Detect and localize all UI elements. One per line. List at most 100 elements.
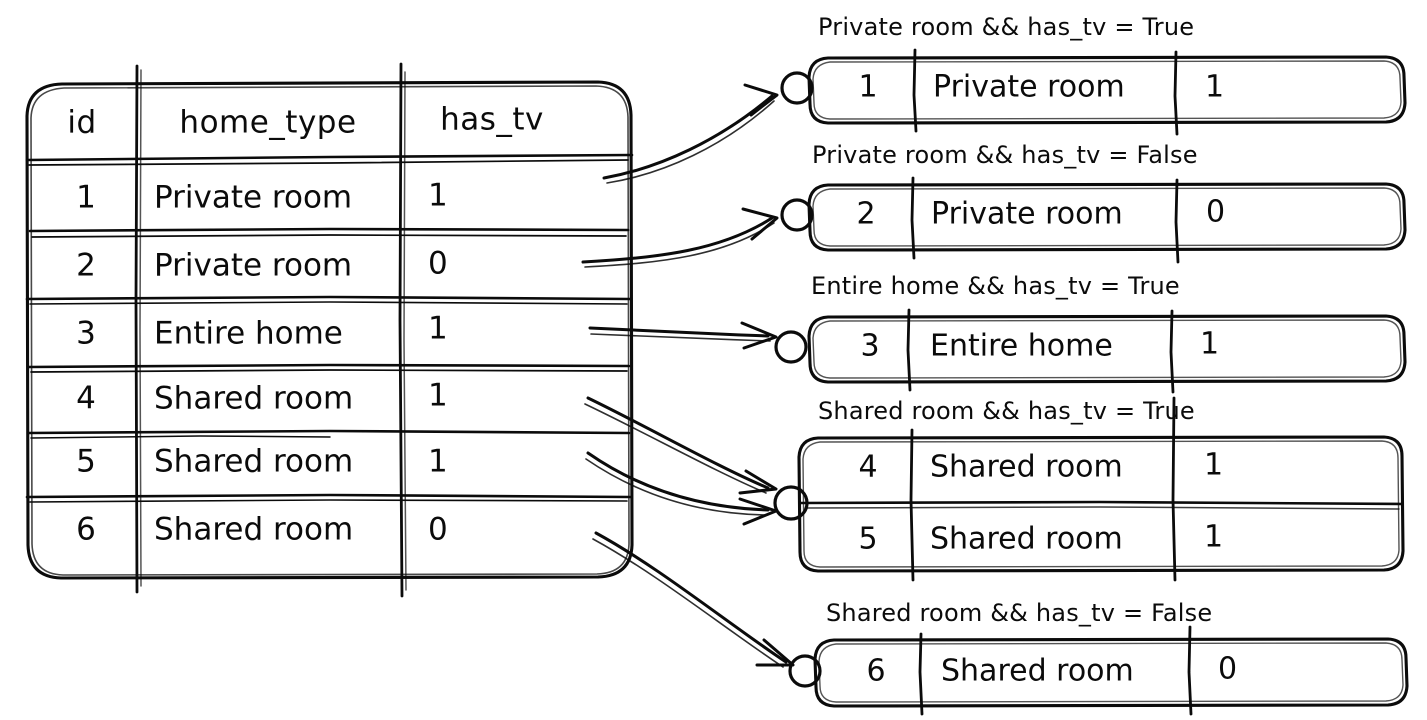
connector-arrow-to-group-5 xyxy=(594,531,788,664)
group-box-outline xyxy=(807,314,1407,384)
connector-arrow-to-group-4b-echo xyxy=(585,458,767,516)
cell-home-type: Shared room xyxy=(154,444,353,480)
source-table-header-has-tv: has_tv xyxy=(440,102,544,138)
cell-has-tv: 1 xyxy=(428,444,448,480)
group-box-outline-echo xyxy=(818,642,1404,703)
group-cell-has-tv: 1 xyxy=(1205,70,1224,105)
group-box-outline-echo xyxy=(812,319,1402,379)
source-table-row: 1 Private room 1 xyxy=(76,178,448,216)
group-label: Private room && has_tv = False xyxy=(812,141,1198,169)
cell-home-type: Shared room xyxy=(154,381,353,417)
group-box-row-rule xyxy=(798,500,1404,506)
source-table-rule-2 xyxy=(25,295,632,301)
group-cell-home-type: Private room xyxy=(933,70,1125,105)
source-table-rule-5-b xyxy=(29,499,628,503)
connector-arrow-to-group-4b xyxy=(586,451,770,512)
group-cell-has-tv: 1 xyxy=(1204,448,1223,483)
group-box-divider-id xyxy=(909,428,915,582)
cell-id: 6 xyxy=(76,512,96,548)
group-anchor-circle xyxy=(788,654,822,688)
group-box-divider-type xyxy=(1169,309,1175,394)
group-box-5[interactable]: Shared room && has_tv = False 6 Shared r… xyxy=(788,599,1409,716)
group-box-2[interactable]: Private room && has_tv = False 2 Private… xyxy=(780,141,1407,264)
group-cell-home-type: Private room xyxy=(931,197,1123,232)
cell-home-type: Shared room xyxy=(154,512,353,548)
group-anchor-circle xyxy=(780,198,814,232)
cell-has-tv: 1 xyxy=(428,178,448,214)
cell-id: 2 xyxy=(76,248,96,284)
group-label: Private room && has_tv = True xyxy=(818,13,1194,41)
source-table-row: 4 Shared room 1 xyxy=(76,378,448,417)
cell-has-tv: 0 xyxy=(428,246,448,282)
source-table-row: 5 Shared room 1 xyxy=(76,444,448,480)
group-label: Entire home && has_tv = True xyxy=(811,272,1180,300)
connector-arrow-to-group-2-echo xyxy=(584,222,775,268)
source-table-divider-id xyxy=(134,64,139,594)
group-box-1[interactable]: Private room && has_tv = True 1 Private … xyxy=(780,13,1407,136)
connector-arrow-to-group-1 xyxy=(602,94,774,180)
group-connectors xyxy=(581,83,795,668)
group-cell-has-tv: 1 xyxy=(1204,520,1223,555)
group-anchor-circle xyxy=(773,485,809,521)
source-table-rule-3 xyxy=(27,363,631,369)
group-box-divider-type xyxy=(1171,396,1177,582)
group-cell-home-type: Shared room xyxy=(930,522,1123,557)
source-table-divider-id-echo xyxy=(139,69,142,587)
connector-arrow-to-group-4a xyxy=(586,396,770,490)
group-cell-id: 2 xyxy=(856,197,875,232)
group-cell-id: 1 xyxy=(858,70,877,105)
cell-id: 4 xyxy=(76,381,96,417)
group-box-divider-id xyxy=(912,48,918,133)
group-label: Shared room && has_tv = False xyxy=(826,599,1212,627)
group-box-outline-echo xyxy=(802,440,1400,568)
connector-arrow-to-group-3 xyxy=(588,326,770,338)
group-anchor-circle xyxy=(780,71,814,105)
cell-id: 5 xyxy=(76,444,96,480)
source-table-header-id: id xyxy=(67,105,96,141)
group-box-divider-id xyxy=(906,308,912,392)
group-box-outline-echo xyxy=(812,60,1402,120)
group-box-outline-echo xyxy=(812,187,1402,247)
group-box-outline xyxy=(813,637,1409,708)
cell-has-tv: 0 xyxy=(428,512,448,548)
source-table-rule-3-b xyxy=(30,369,628,373)
group-box-4[interactable]: Shared room && has_tv = True 4 Shared ro… xyxy=(773,396,1405,582)
connector-arrow-to-group-2 xyxy=(581,216,774,264)
connector-arrow-to-group-3-echo xyxy=(590,333,771,342)
source-table-rule-5 xyxy=(25,493,632,499)
cell-has-tv: 1 xyxy=(428,311,448,347)
group-box-3[interactable]: Entire home && has_tv = True 3 Entire ho… xyxy=(774,272,1407,394)
group-box-outline xyxy=(797,435,1405,573)
group-box-outline xyxy=(807,55,1407,125)
source-table: id home_type has_tv 1 Private room 1 2 P… xyxy=(25,62,634,598)
source-table-rule-1 xyxy=(28,227,630,233)
group-label: Shared room && has_tv = True xyxy=(818,397,1195,425)
group-box-outline xyxy=(807,182,1407,252)
group-box-divider-type xyxy=(1174,178,1180,264)
source-table-rule-header-b xyxy=(28,159,629,166)
cell-home-type: Private room xyxy=(154,180,352,216)
connector-arrowhead-2 xyxy=(741,207,779,241)
group-cell-id: 5 xyxy=(858,522,877,557)
cell-home-type: Private room xyxy=(154,248,352,284)
cell-id: 1 xyxy=(76,180,96,216)
group-box-divider-id xyxy=(918,632,924,716)
connector-arrowhead-5 xyxy=(755,638,795,667)
connector-arrowhead-4a xyxy=(738,469,778,495)
group-cell-id: 6 xyxy=(866,654,885,689)
group-cell-has-tv: 0 xyxy=(1218,652,1237,687)
source-table-rule-header xyxy=(25,153,634,162)
connector-arrowhead-1 xyxy=(743,83,779,117)
group-box-row-rule-b xyxy=(805,506,1400,510)
group-anchor-circle xyxy=(774,330,808,364)
group-cell-home-type: Entire home xyxy=(930,329,1113,364)
group-cell-has-tv: 1 xyxy=(1200,327,1219,362)
group-cell-id: 3 xyxy=(860,329,879,364)
connector-arrowhead-4b xyxy=(738,497,778,526)
source-table-rule-1-b xyxy=(31,234,627,238)
source-table-row: 6 Shared room 0 xyxy=(76,512,448,548)
cell-has-tv: 1 xyxy=(428,378,448,414)
source-table-row: 2 Private room 0 xyxy=(76,246,448,284)
group-box-divider-id xyxy=(910,176,916,260)
source-table-divider-type-echo xyxy=(403,71,407,591)
